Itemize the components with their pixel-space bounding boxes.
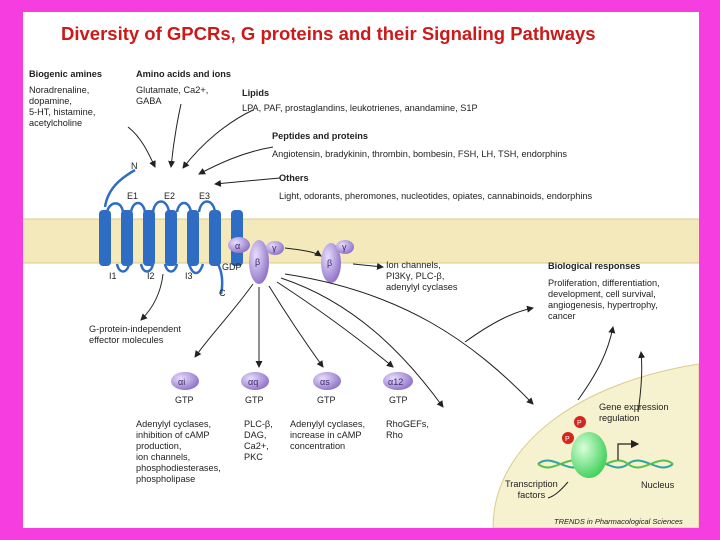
alpha-q-effects: PLC-β, DAG, Ca2+, PKC bbox=[244, 419, 273, 462]
c-terminus-label: C bbox=[219, 288, 226, 298]
phospho-label: P bbox=[565, 436, 570, 443]
others-text: Light, odorants, pheromones, nucleotides… bbox=[279, 191, 593, 201]
phospho-site bbox=[562, 432, 574, 444]
biogenic-amines-text: Noradrenaline, dopamine, 5-HT, histamine… bbox=[29, 85, 96, 128]
slide: N E1 E2 E3 I1 I2 I3 C α β γ β γ GDP bbox=[23, 12, 699, 528]
alpha-i-effects: Adenylyl cyclases, inhibition of cAMP pr… bbox=[136, 419, 221, 484]
biogenic-amines-heading: Biogenic amines bbox=[29, 69, 103, 79]
alpha-s-effects: Adenylyl cyclases, increase in cAMP conc… bbox=[290, 419, 366, 451]
gtp-label: GTP bbox=[245, 395, 264, 405]
gamma-label: γ bbox=[272, 243, 277, 253]
loop-label: I2 bbox=[147, 271, 155, 281]
alpha-s-label: αs bbox=[320, 377, 330, 387]
transcription-factor-shape bbox=[571, 432, 607, 478]
others-heading: Others bbox=[279, 173, 309, 183]
signaling-arrows bbox=[140, 247, 646, 413]
gpcr-receptor bbox=[99, 168, 243, 295]
alpha-i-label: αi bbox=[178, 377, 185, 387]
biological-responses-heading: Biological responses bbox=[548, 261, 641, 271]
slide-title: Diversity of GPCRs, G proteins and their… bbox=[61, 23, 596, 44]
nucleus-label: Nucleus bbox=[641, 480, 675, 490]
biological-responses-text: Proliferation, differentiation, developm… bbox=[548, 278, 660, 321]
transcription-start-arrow bbox=[617, 439, 640, 460]
alpha-q-label: αq bbox=[248, 377, 258, 387]
lipids-text: LPA, PAF, prostaglandins, leukotrienes, … bbox=[242, 103, 478, 113]
amino-acids-text: Glutamate, Ca2+, GABA bbox=[136, 85, 209, 106]
amino-acids-heading: Amino acids and ions bbox=[136, 69, 231, 79]
source-credit: TRENDS in Pharmacological Sciences bbox=[554, 517, 683, 526]
loop-label: I1 bbox=[109, 271, 117, 281]
peptides-heading: Peptides and proteins bbox=[272, 131, 368, 141]
loop-label: I3 bbox=[185, 271, 193, 281]
alpha-12-effects: RhoGEFs, Rho bbox=[386, 419, 429, 440]
alpha-12-label: α12 bbox=[388, 377, 403, 387]
beta-label: β bbox=[255, 257, 260, 267]
gtp-label: GTP bbox=[175, 395, 194, 405]
beta-gamma-effectors: Ion channels, PI3Kγ, PLC-β, adenylyl cyc… bbox=[386, 260, 458, 292]
beta-label: β bbox=[327, 258, 332, 268]
g-protein-independent-text: G-protein-independent effector molecules bbox=[89, 324, 181, 345]
gtp-label: GTP bbox=[389, 395, 408, 405]
cell-membrane bbox=[23, 219, 699, 263]
gdp-label: GDP bbox=[222, 262, 242, 272]
ligand-arrows bbox=[127, 103, 281, 187]
loop-label: E1 bbox=[127, 191, 138, 201]
peptides-text: Angiotensin, bradykinin, thrombin, bombe… bbox=[272, 149, 568, 159]
gtp-label: GTP bbox=[317, 395, 336, 405]
phospho-label: P bbox=[577, 420, 582, 427]
alpha-label: α bbox=[235, 241, 240, 251]
gene-expression-label: Gene expression regulation bbox=[599, 402, 669, 423]
alpha-subunits bbox=[171, 372, 413, 390]
n-terminus-label: N bbox=[131, 161, 138, 171]
g-protein-complex bbox=[228, 237, 354, 284]
phospho-site bbox=[574, 416, 586, 428]
gamma-label: γ bbox=[342, 242, 347, 252]
pathway-diagram: N E1 E2 E3 I1 I2 I3 C α β γ β γ GDP bbox=[23, 103, 699, 528]
loop-label: E3 bbox=[199, 191, 210, 201]
lipids-heading: Lipids bbox=[242, 88, 270, 98]
transcription-factors-label: Transcription factors bbox=[505, 479, 558, 500]
loop-label: E2 bbox=[164, 191, 175, 201]
